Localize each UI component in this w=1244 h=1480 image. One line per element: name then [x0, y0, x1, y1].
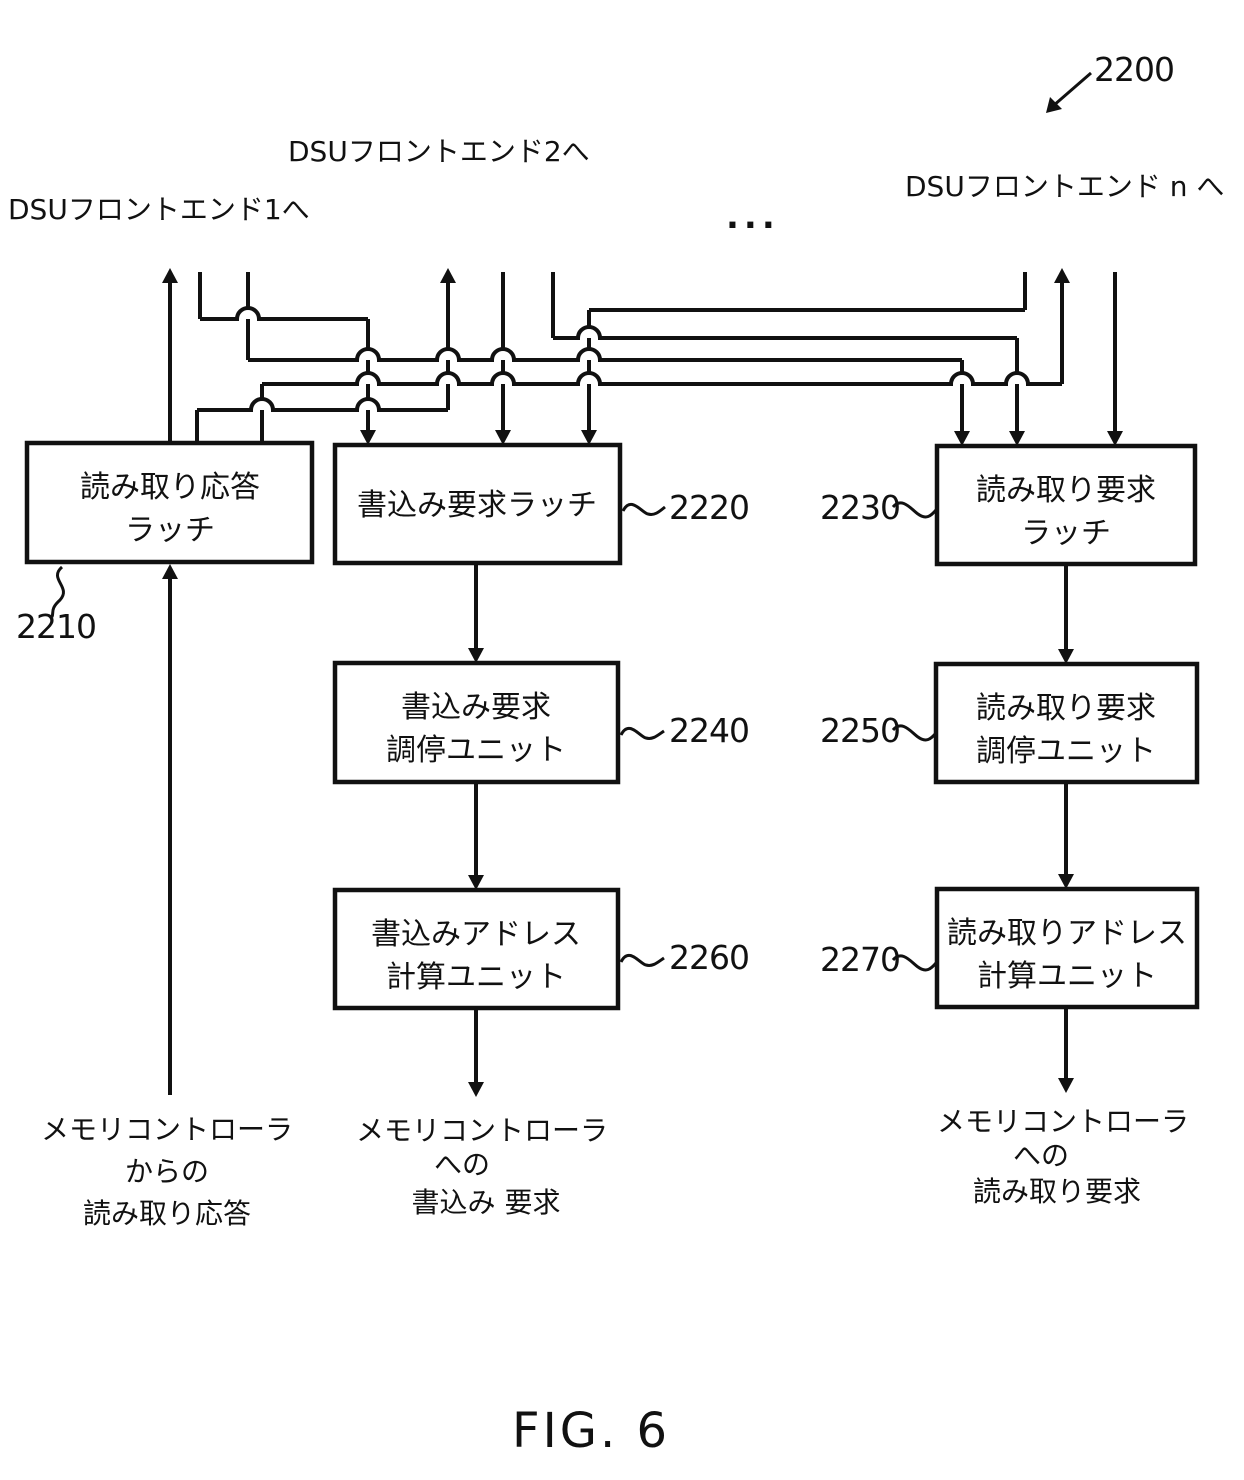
box-2230-rect — [934, 443, 1198, 567]
box-2270-label-line2: 計算ユニット — [977, 959, 1157, 994]
label-to-frontend-2: DSUフロントエンド2へ — [288, 135, 590, 168]
ref-2230: 2230 — [820, 488, 900, 527]
label-mem-write-req-line1: メモリコントローラ — [356, 1114, 608, 1147]
label-to-frontend-n: DSUフロントエンド n へ — [905, 170, 1224, 203]
arrowhead-read-req-out — [1058, 1078, 1074, 1093]
leader-2240-squiggle — [619, 727, 665, 740]
rail-fe1-read — [248, 347, 962, 362]
arrowhead-into-read-latch-1 — [954, 431, 970, 446]
figure-caption: FIG. 6 — [512, 1403, 670, 1459]
box-read-req-arb: 読み取り要求 調停ユニット — [933, 661, 1200, 785]
box-read-addr-calc: 読み取りアドレス 計算ユニット — [934, 886, 1200, 1010]
box-2250-label-line2: 調停ユニット — [976, 734, 1156, 769]
box-2210-label-line2: ラッチ — [125, 513, 215, 548]
arrowhead-into-2240 — [468, 648, 484, 663]
label-to-frontend-1: DSUフロントエンド1へ — [8, 193, 310, 226]
ref-2220: 2220 — [669, 488, 749, 527]
box-2260-rect — [332, 887, 621, 1011]
box-2240-rect — [332, 660, 621, 785]
ref-2200: 2200 — [1094, 50, 1174, 89]
box-2270-label-line1: 読み取りアドレス — [947, 916, 1187, 951]
box-write-req-arb: 書込み要求 調停ユニット — [332, 660, 621, 785]
leader-2210-squiggle — [50, 565, 65, 618]
box-2270-rect — [934, 886, 1200, 1010]
leader-2250-squiggle — [891, 724, 938, 742]
label-mem-read-resp-line3: 読み取り応答 — [83, 1197, 251, 1230]
label-mem-write-req-line3: 書込み 要求 — [412, 1186, 561, 1219]
arrowhead-into-2270 — [1058, 874, 1074, 889]
label-mem-write-req-line2: への — [434, 1148, 490, 1181]
box-2260-label-line2: 計算ユニット — [386, 960, 566, 995]
arrowhead-up-fe2 — [440, 268, 456, 283]
rail-fe2-response — [197, 397, 448, 412]
ref-2210: 2210 — [16, 607, 96, 646]
box-write-addr-calc: 書込みアドレス 計算ユニット — [332, 887, 621, 1011]
top-labels: DSUフロントエンド1へ DSUフロントエンド2へ DSUフロントエンド n へ… — [8, 135, 1224, 237]
ref-2240: 2240 — [669, 711, 749, 750]
label-mem-read-req-line2: への — [1013, 1139, 1069, 1172]
rail-fe1-write — [200, 306, 368, 321]
box-2230-label-line1: 読み取り要求 — [976, 473, 1156, 508]
bus-wires-vertical — [162, 268, 1123, 446]
box-2220-label: 書込み要求ラッチ — [357, 488, 597, 523]
bottom-labels: メモリコントローラ からの 読み取り応答 メモリコントローラ への 書込み 要求… — [41, 1105, 1189, 1230]
bus-wires-horizontal — [197, 306, 1062, 412]
arrowhead-write-req-out — [468, 1082, 484, 1097]
box-2220-rect — [332, 442, 623, 566]
rail-fe2-read — [553, 325, 1017, 340]
label-mem-read-req-line1: メモリコントローラ — [937, 1105, 1189, 1138]
rail-fen-response — [262, 371, 1062, 386]
box-2210-rect — [24, 440, 315, 565]
flow-arrows — [162, 563, 1074, 1097]
ellipsis-dots: ... — [726, 197, 780, 237]
arrowhead-into-2250 — [1058, 649, 1074, 664]
leader-2230-squiggle — [891, 501, 938, 519]
box-2260-label-line1: 書込みアドレス — [371, 917, 581, 952]
box-2240-label-line2: 調停ユニット — [386, 733, 566, 768]
label-mem-read-resp-line1: メモリコントローラ — [41, 1113, 293, 1146]
box-read-resp-latch: 読み取り応答 ラッチ — [24, 440, 315, 565]
leader-2200-arrowhead — [1046, 97, 1062, 113]
arrowhead-up-fen — [1054, 268, 1070, 283]
box-2250-label-line1: 読み取り要求 — [976, 691, 1156, 726]
leader-2220-squiggle — [621, 503, 666, 516]
arrowhead-into-read-latch-n — [1107, 431, 1123, 446]
ref-2250: 2250 — [820, 711, 900, 750]
arrowhead-into-2260 — [468, 875, 484, 890]
box-2240-label-line1: 書込み要求 — [401, 690, 551, 725]
box-2230-label-line2: ラッチ — [1021, 516, 1111, 551]
arrowhead-up-fe1 — [162, 268, 178, 283]
leader-2270-squiggle — [891, 954, 938, 972]
box-2210-label-line1: 読み取り応答 — [80, 470, 260, 505]
box-read-req-latch: 読み取り要求 ラッチ — [934, 443, 1198, 567]
leader-2200-arrow-shaft — [1052, 71, 1092, 108]
arrowhead-into-write-latch-1 — [360, 430, 376, 445]
ref-2260: 2260 — [669, 938, 749, 977]
arrowhead-into-write-latch-n — [581, 430, 597, 445]
arrowhead-into-read-resp-latch — [162, 564, 178, 579]
ref-2270: 2270 — [820, 940, 900, 979]
leader-2260-squiggle — [619, 954, 665, 967]
box-write-req-latch: 書込み要求ラッチ — [332, 442, 623, 566]
arrowhead-into-write-latch-2 — [495, 430, 511, 445]
arrowhead-into-read-latch-2 — [1009, 431, 1025, 446]
label-mem-read-req-line3: 読み取り要求 — [973, 1175, 1141, 1208]
box-2250-rect — [933, 661, 1200, 785]
label-mem-read-resp-line2: からの — [125, 1155, 209, 1188]
reference-numerals: 2200 2210 2220 2230 2240 2250 2260 2270 — [16, 50, 1175, 979]
